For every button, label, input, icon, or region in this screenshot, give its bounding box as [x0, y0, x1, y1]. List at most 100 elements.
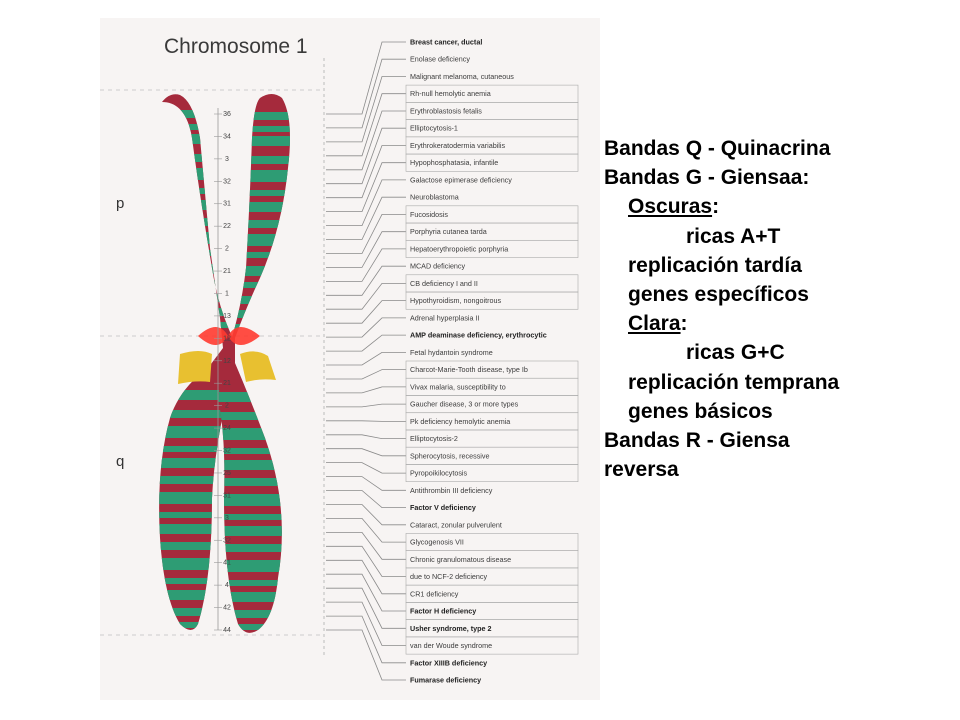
annotation-label: Vivax malaria, susceptibility to — [410, 382, 506, 391]
annotation-label: Pyropoikilocytosis — [410, 469, 468, 478]
annotation-connector — [326, 434, 406, 439]
annotation-label: AMP deaminase deficiency, erythrocytic — [410, 331, 547, 340]
band-number: 12 — [223, 358, 231, 365]
annotation-connector — [326, 283, 406, 310]
band-stripe — [159, 410, 235, 418]
figure-title: Chromosome 1 — [164, 35, 308, 58]
band-stripe — [159, 264, 235, 274]
annotation-label: Factor XIIIB deficiency — [410, 658, 487, 667]
band-stripe — [159, 124, 235, 130]
annotation-label: Glycogenosis VII — [410, 538, 464, 547]
band-stripe — [159, 110, 235, 118]
band-stripe — [218, 448, 290, 454]
annotation-label: Adrenal hyperplasia II — [410, 313, 480, 322]
line-bandas-r: Bandas R - Giensa — [604, 429, 790, 453]
annotation-label: Factor H deficiency — [410, 607, 476, 616]
annotation-connector — [326, 629, 406, 681]
annotation-connector — [326, 518, 406, 543]
heterochromatin-right — [240, 351, 276, 382]
arm-q-label: q — [116, 453, 124, 470]
band-stripe — [218, 478, 290, 486]
band-number: 32 — [223, 178, 231, 185]
annotation-connector — [326, 532, 406, 560]
band-stripe — [159, 512, 235, 518]
band-stripe — [159, 542, 235, 550]
band-stripe — [159, 458, 235, 468]
line-reversa: reversa — [604, 458, 679, 482]
annotation-connector — [326, 214, 406, 254]
band-stripe — [159, 578, 235, 584]
annotation-connector — [326, 248, 406, 282]
banding-text: Bandas Q - Quinacrina Bandas G - Giensaa… — [604, 134, 954, 484]
band-stripe — [218, 610, 290, 618]
annotation-connector — [326, 110, 406, 171]
annotation-connector — [326, 265, 406, 296]
annotation-connector — [326, 504, 406, 526]
annotation-label: van der Woude syndrome — [410, 641, 492, 650]
band-stripe — [159, 524, 235, 534]
band-stripe — [218, 592, 290, 602]
band-number: 2 — [225, 246, 229, 253]
annotation-label: Breast cancer, ductal — [410, 38, 482, 47]
annotation-connector — [326, 386, 406, 394]
band-number: 4 — [225, 582, 229, 589]
annotation-label: Spherocytosis, recessive — [410, 451, 490, 460]
annotation-label: Cataract, zonular pulverulent — [410, 520, 502, 529]
band-number: 24 — [223, 425, 231, 432]
annotation-connector — [326, 145, 406, 199]
band-number: 12 — [223, 335, 231, 342]
band-number: 1 — [225, 290, 229, 297]
annotation-label: MCAD deficiency — [410, 262, 466, 271]
annotation-connector — [326, 179, 406, 226]
band-stripe — [159, 280, 235, 286]
band-stripe — [218, 234, 290, 246]
band-stripe — [218, 392, 290, 402]
band-number: 44 — [223, 627, 231, 634]
band-stripe — [159, 390, 235, 400]
annotation-label: Fumarase deficiency — [410, 676, 481, 685]
band-stripe — [218, 624, 290, 630]
annotation-label: Malignant melanoma, cutaneous — [410, 72, 514, 81]
annotation-connector — [326, 490, 406, 508]
band-stripe — [218, 514, 290, 520]
annotation-connector — [326, 317, 406, 338]
band-stripe — [218, 266, 290, 276]
annotation-label: Elliptocytosis-1 — [410, 124, 458, 133]
band-stripe — [218, 412, 290, 420]
band-number: 25 — [223, 470, 231, 477]
band-stripe — [218, 526, 290, 536]
band-stripe — [159, 168, 235, 180]
band-stripe — [159, 476, 235, 484]
band-stripe — [218, 460, 290, 470]
annotation-connector — [326, 196, 406, 240]
annotation-connector — [326, 615, 406, 664]
annotation-label: Usher syndrome, type 2 — [410, 624, 492, 633]
band-stripe — [218, 494, 290, 506]
annotation-label: Pk deficiency hemolytic anemia — [410, 417, 510, 426]
annotation-connector — [326, 462, 406, 474]
heterochromatin-left — [178, 351, 212, 384]
band-stripe — [218, 560, 290, 572]
band-stripe — [218, 282, 290, 288]
band-stripe — [159, 622, 235, 628]
band-number: 21 — [223, 268, 231, 275]
band-number: 22 — [223, 223, 231, 230]
band-number: 36 — [223, 111, 231, 118]
annotation-label: Erythrokeratodermia variabilis — [410, 141, 505, 150]
band-stripe — [159, 608, 235, 616]
band-number: 31 — [223, 492, 231, 499]
annotation-label: Porphyria cutanea tarda — [410, 227, 487, 236]
band-number: 3 — [225, 156, 229, 163]
band-number: 31 — [223, 201, 231, 208]
band-number: 32 — [223, 537, 231, 544]
annotation-label: Antithrombin III deficiency — [410, 486, 493, 495]
annotation-label: Erythroblastosis fetalis — [410, 106, 482, 115]
band-stripe — [218, 580, 290, 586]
annotation-label: Gaucher disease, 3 or more types — [410, 400, 519, 409]
annotation-label: Hypothyroidism, nongoitrous — [410, 296, 501, 305]
band-stripe — [159, 590, 235, 600]
band-stripe — [218, 252, 290, 258]
band-stripe — [159, 232, 235, 244]
annotation-box — [405, 239, 579, 258]
